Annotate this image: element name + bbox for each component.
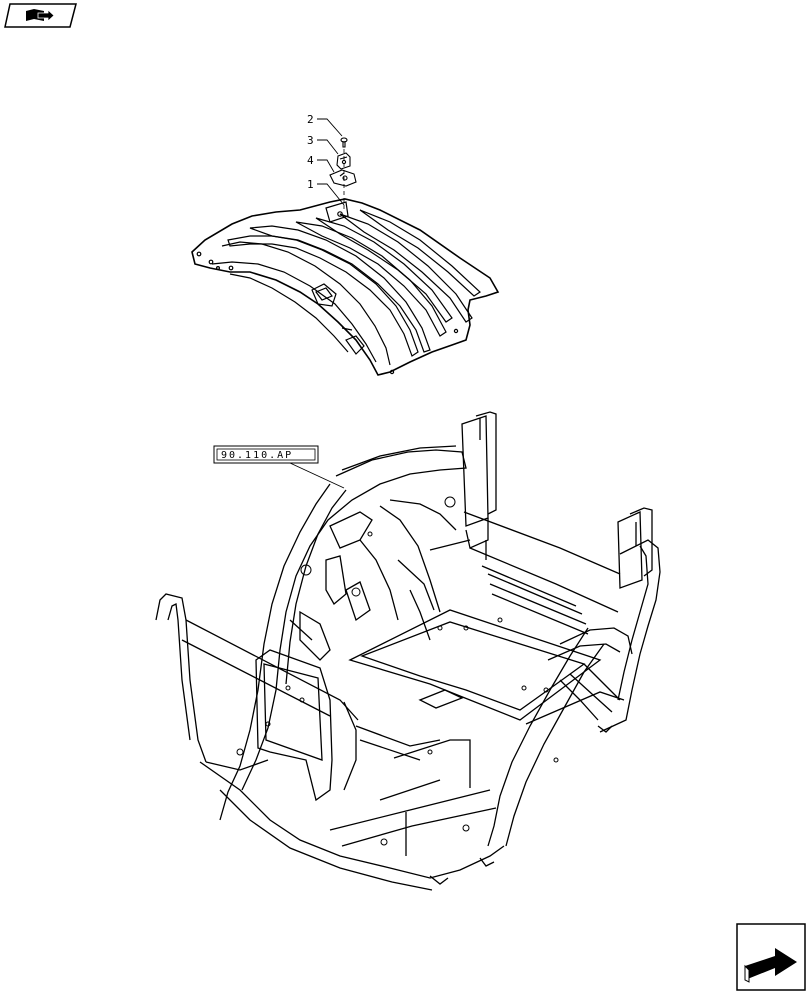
next-page-arrow-icon: [736, 923, 806, 991]
callout-number: 1: [307, 178, 314, 191]
callout-leaders: [317, 118, 345, 206]
reference-callout: 90.110.AP: [213, 445, 345, 489]
frame-holes: [236, 496, 559, 846]
hardware-items: [329, 137, 357, 210]
back-navigation-button[interactable]: [4, 3, 78, 33]
bolt-part-2: [340, 137, 348, 148]
cab-frame: [155, 411, 661, 891]
next-page-button[interactable]: [735, 922, 807, 996]
clip-part-3: [336, 152, 351, 170]
callout-number: 4: [307, 154, 314, 167]
bracket-part-4: [329, 169, 357, 187]
book-arrow-icon: [4, 3, 77, 28]
callout-number: 2: [307, 113, 314, 126]
reference-label: 90.110.AP: [221, 450, 293, 461]
fender-panel: [191, 198, 500, 376]
callout-number: 3: [307, 134, 314, 147]
